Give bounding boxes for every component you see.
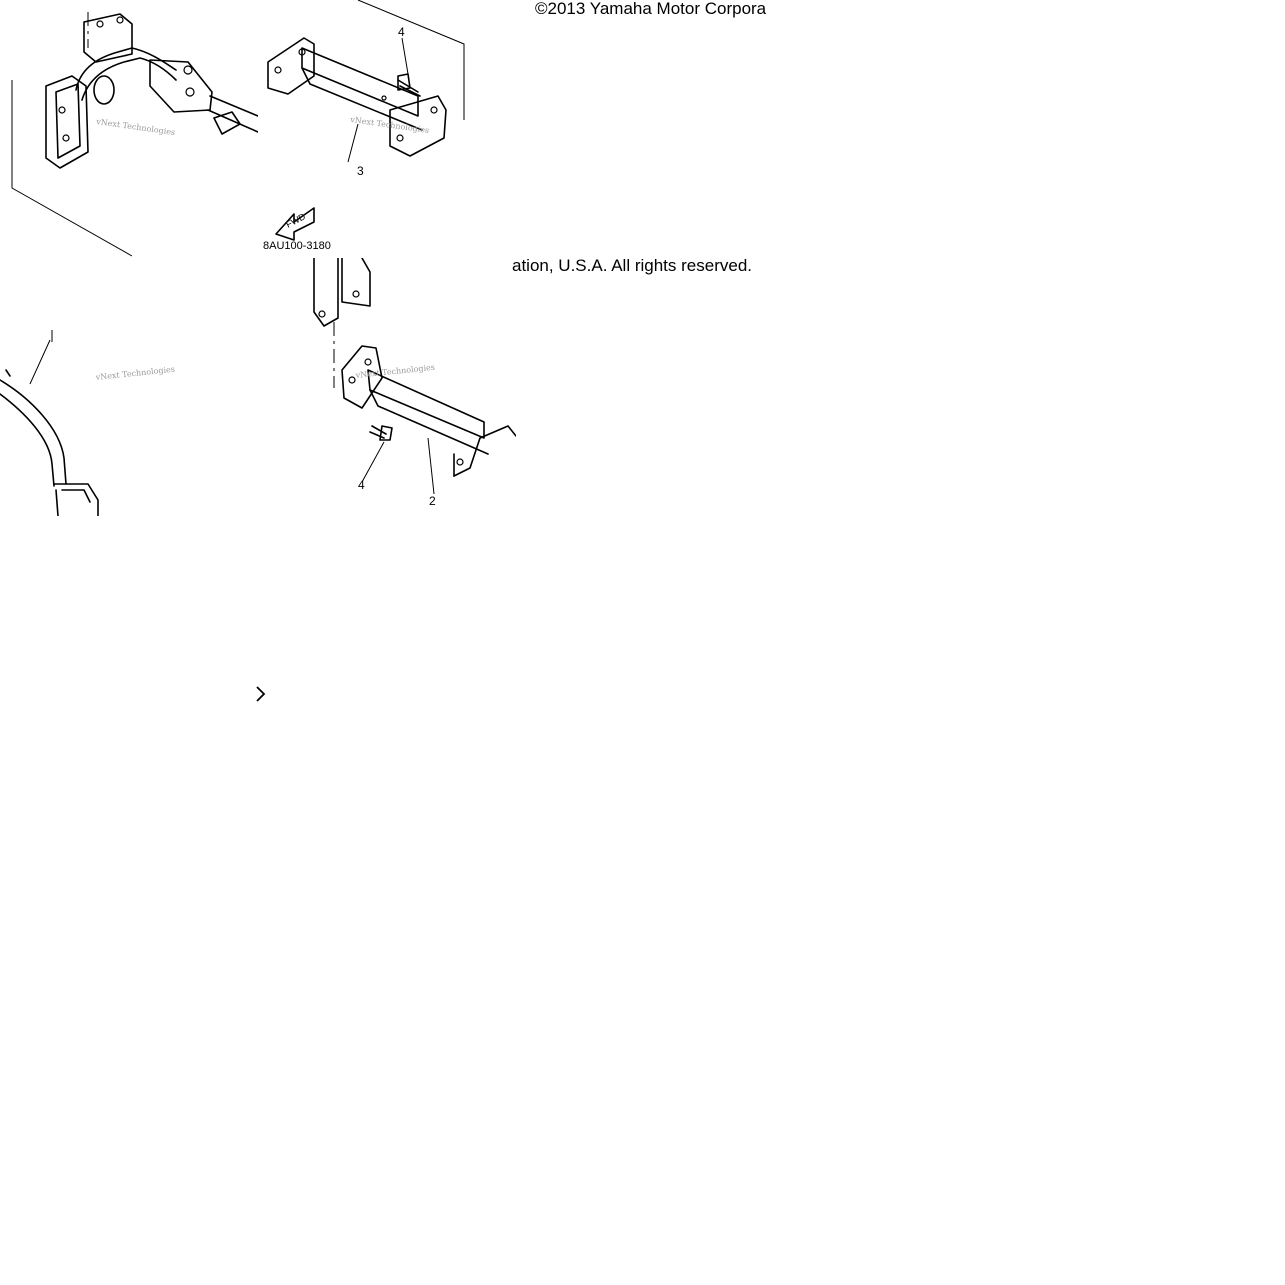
figure-code: 8AU100-3180 [263, 240, 331, 252]
callout-bracket-3: 3 [357, 164, 364, 178]
handle-bar-drawing: vNext Technologies [0, 330, 175, 516]
bracket-2-drawing: 4 2 vNext Technologies [313, 258, 516, 508]
chevron-right-icon [256, 686, 266, 702]
watermark-text: vNext Technologies [94, 365, 175, 382]
copyright-line-end: ation, U.S.A. All rights reserved. [512, 256, 752, 275]
tile-bracket-3: 4 3 vNext Technologies FWD 8AU100-3180 [258, 0, 516, 258]
fwd-arrow-icon: FWD [275, 207, 315, 241]
watermark-text: vNext Technologies [95, 117, 176, 137]
callout-bolt-4-top: 4 [398, 25, 405, 39]
callout-bolt-4-bottom: 4 [358, 478, 365, 492]
bracket-3-drawing: 4 3 vNext Technologies FWD 8AU100-3180 [263, 0, 465, 252]
copyright-line-start: ©2013 Yamaha Motor Corpora [535, 0, 767, 18]
tile-bracket-2: 4 2 vNext Technologies [258, 258, 516, 516]
bolt-4-bottom [369, 425, 393, 441]
watermark-text: vNext Technologies [354, 363, 435, 380]
tile-handle-bar: vNext Technologies [0, 258, 258, 516]
bolt-4-top [397, 73, 421, 97]
tile-fender-stay: vNext Technologies [0, 0, 258, 258]
fender-stay-drawing: vNext Technologies [11, 12, 258, 257]
callout-bracket-2: 2 [429, 494, 436, 508]
